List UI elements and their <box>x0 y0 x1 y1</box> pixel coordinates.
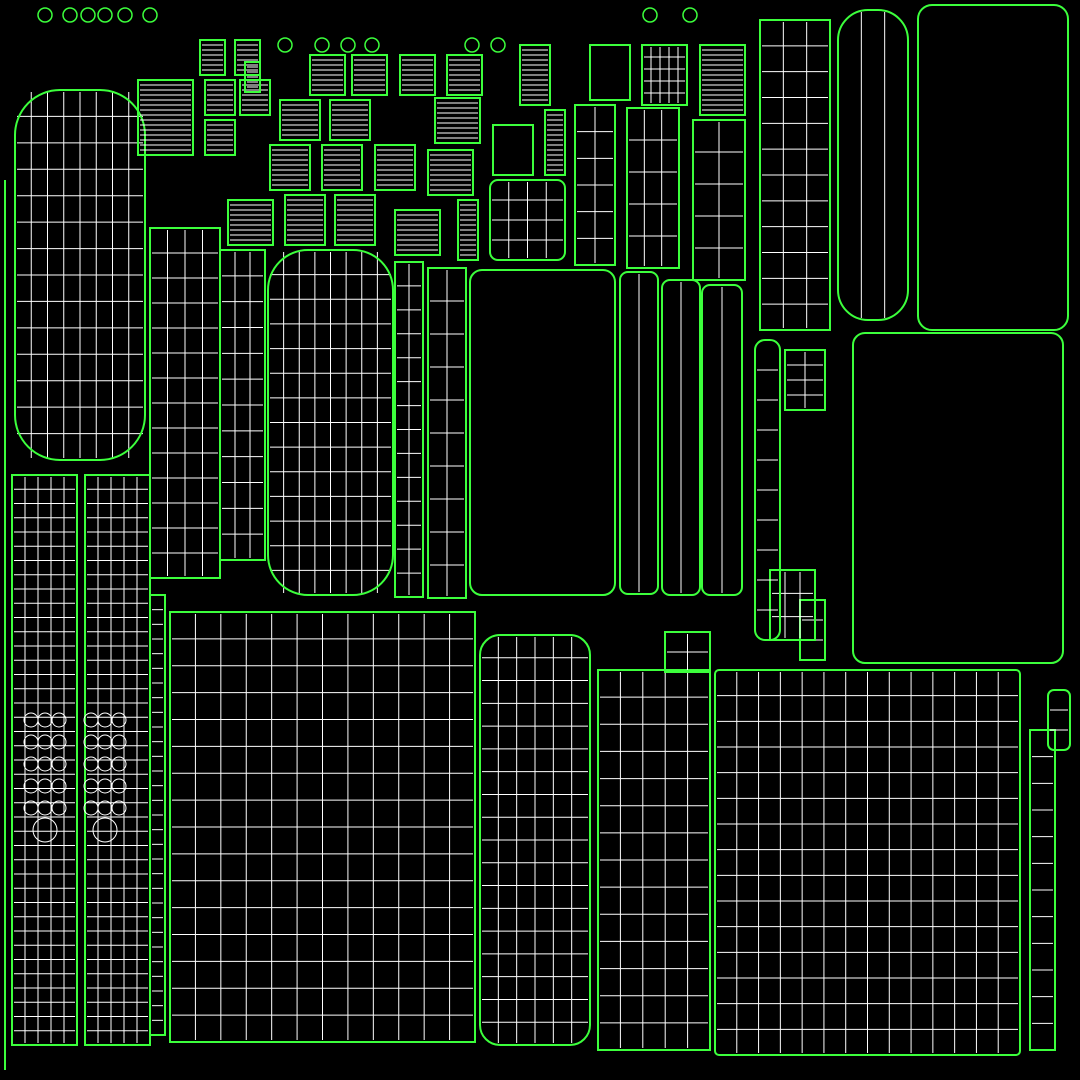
uv-island-outline <box>754 339 781 641</box>
uv-island-small-outline <box>399 54 436 96</box>
uv-island-outline <box>661 279 701 596</box>
uv-island-small-outline <box>234 39 261 76</box>
uv-island-small-outline <box>204 119 236 156</box>
uv-round-piece <box>62 7 78 23</box>
uv-hole <box>92 817 118 843</box>
uv-island-small-outline <box>544 109 566 176</box>
uv-island-outline <box>626 107 680 269</box>
uv-island-outline <box>714 669 1021 1056</box>
uv-island-outline <box>692 119 746 281</box>
uv-hole <box>51 778 67 794</box>
uv-island-small-outline <box>227 199 274 246</box>
uv-hole <box>32 817 58 843</box>
uv-island-small-outline <box>279 99 321 141</box>
uv-island-small-outline <box>137 79 194 156</box>
uv-round-piece <box>642 7 658 23</box>
uv-round-piece <box>117 7 133 23</box>
uv-island-outline <box>917 4 1069 331</box>
uv-hole <box>111 756 127 772</box>
uv-island-small-outline <box>269 144 311 191</box>
uv-island-outline <box>469 269 616 596</box>
uv-round-piece <box>464 37 480 53</box>
uv-hole <box>111 734 127 750</box>
uv-island-outline <box>1047 689 1071 751</box>
uv-round-piece <box>490 37 506 53</box>
uv-island-outline <box>14 89 146 461</box>
uv-round-piece <box>364 37 380 53</box>
uv-island-outline <box>784 349 826 411</box>
uv-island-small-outline <box>434 97 481 144</box>
uv-hole <box>111 800 127 816</box>
uv-island-small-outline <box>394 209 441 256</box>
uv-island-outline <box>597 669 711 1051</box>
uv-hole <box>51 712 67 728</box>
uv-round-piece <box>97 7 113 23</box>
uv-island-outline <box>759 19 831 331</box>
uv-hole <box>111 712 127 728</box>
uv-island-outline <box>219 249 266 561</box>
uv-island-small-outline <box>374 144 416 191</box>
uv-round-piece <box>277 37 293 53</box>
uv-island-small-outline <box>284 194 326 246</box>
uv-island-small-outline <box>329 99 371 141</box>
uv-island-outline <box>701 284 743 596</box>
uv-island-small-outline <box>699 44 746 116</box>
uv-island-small-outline <box>334 194 376 246</box>
uv-island-outline <box>11 474 78 1046</box>
uv-island-small-outline <box>239 79 271 116</box>
uv-island-small-outline <box>204 79 236 116</box>
uv-round-piece <box>340 37 356 53</box>
uv-island-small-outline <box>321 144 363 191</box>
uv-island-outline <box>479 634 591 1046</box>
uv-hole <box>111 778 127 794</box>
uv-round-piece <box>314 37 330 53</box>
uv-island-outline <box>589 44 631 101</box>
uv-island-outline <box>852 332 1064 664</box>
uv-island-small-outline <box>244 61 261 93</box>
uv-island-outline <box>574 104 616 266</box>
uv-island-small-outline <box>427 149 474 196</box>
uv-island-small-outline <box>199 39 226 76</box>
uv-island-outline <box>489 179 566 261</box>
uv-island-outline <box>619 271 659 595</box>
uv-island-outline <box>641 44 688 106</box>
uv-hole <box>51 756 67 772</box>
uv-island-outline <box>394 261 424 598</box>
uv-island-outline <box>837 9 909 321</box>
uv-island-outline <box>267 249 394 596</box>
uv-island-small-outline <box>519 44 551 106</box>
uv-island-small-outline <box>351 54 388 96</box>
uv-island-outline <box>1029 729 1056 1051</box>
uv-island-outline <box>427 267 467 599</box>
uv-island-outline <box>664 631 711 673</box>
uv-island-outline <box>769 569 816 641</box>
uv-round-piece <box>682 7 698 23</box>
uv-island-small-outline <box>457 199 479 261</box>
uv-round-piece <box>80 7 96 23</box>
uv-island-outline <box>492 124 534 176</box>
uv-hole <box>51 734 67 750</box>
uv-round-piece <box>37 7 53 23</box>
uv-island-small-outline <box>309 54 346 96</box>
uv-island-small-outline <box>446 54 483 96</box>
uv-island-outline <box>149 594 166 1036</box>
uv-hole <box>51 800 67 816</box>
uv-island-outline <box>169 611 476 1043</box>
uv-round-piece <box>142 7 158 23</box>
